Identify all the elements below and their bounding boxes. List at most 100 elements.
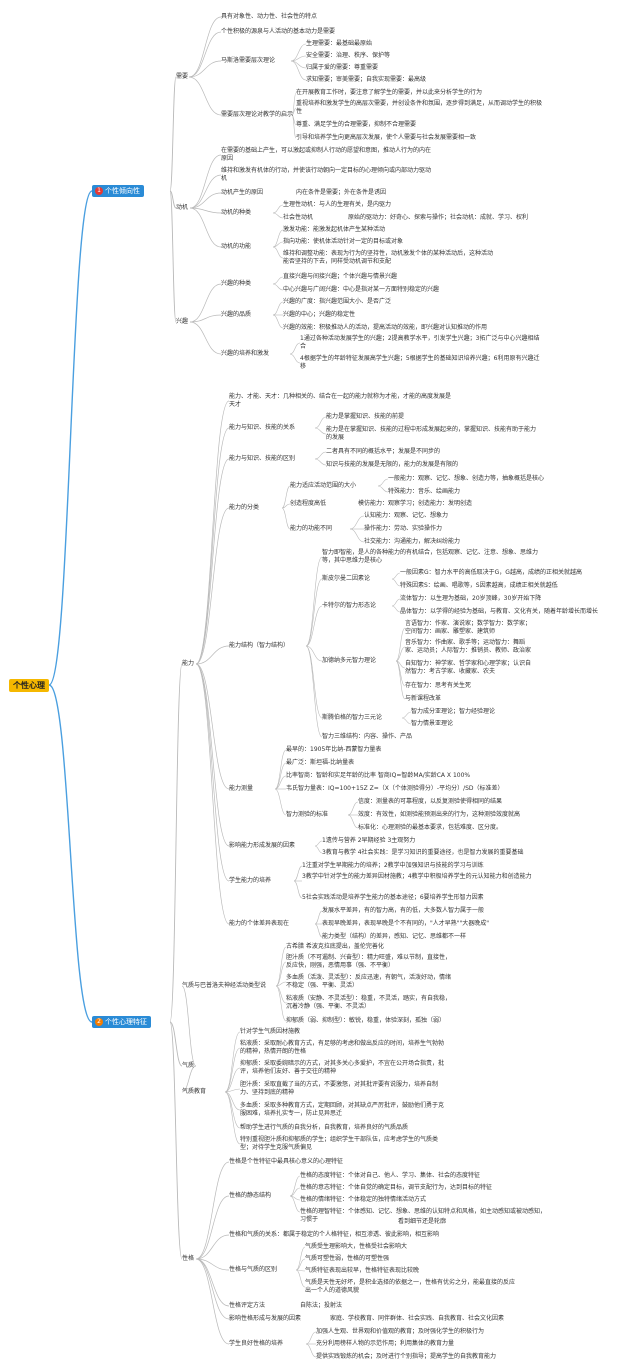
character-diff-item: 气质特征表现出较早，性格特征表现比较晚 [305, 1267, 420, 1274]
class-func-node[interactable]: 能力的功能不同 [290, 525, 333, 532]
temper-type-item: 抑郁质（弱、抑制型）：敏锐，稳重，体验深刻，孤独（弱） [286, 1017, 446, 1024]
measure-std-item: 信度：测量表的可靠程度，以反复测验使得相同的结果 [358, 798, 503, 805]
class-range-node[interactable]: 能力适应活动范围的大小 [290, 482, 357, 489]
temperament-node[interactable]: 气质 [182, 1062, 195, 1069]
need-edu-node[interactable]: 需要层次理论对教学的启示 [221, 111, 294, 118]
struct-detail: 智力即智能，是人的各种能力的有机结合，包括观察、记忆、注意、想象、思维力等，其中… [322, 549, 539, 564]
character-diff-node[interactable]: 性格与气质的区别 [229, 1266, 278, 1273]
character-develop-node[interactable]: 学生良好性格的培养 [229, 1340, 284, 1347]
character-struct-item: 看到细节还是轮廓 [398, 1218, 447, 1225]
maslow-node[interactable]: 马斯洛需要层次理论 [221, 57, 276, 64]
ability-train-node[interactable]: 学生能力的培养 [229, 877, 272, 884]
class-create-node[interactable]: 创造程度高低 [290, 500, 327, 507]
character-factor-node[interactable]: 影响性格形成与发展的因素 [229, 1315, 302, 1322]
class-func-item: 操作能力：劳动、实验操作力 [364, 525, 443, 532]
character-struct-node[interactable]: 性格的静态结构 [229, 1192, 272, 1199]
ability-struct-node[interactable]: 能力结构（智力结构） [229, 642, 290, 649]
interest-type: 中心兴趣与广阔兴趣：中心是指对某一方面特别稳定的兴趣 [283, 286, 440, 293]
need-edu-item: 重视培养和激发学生的高层次需要，并创设条件和氛围，逐步得到满足，从而调动学生的积… [296, 100, 543, 115]
ability-indiv-node[interactable]: 能力的个体差异表现在 [229, 920, 290, 927]
sternberg-item: 智力情景亚理论 [411, 720, 454, 727]
need-detail: 具有对象性、动力性、社会性的特点 [221, 13, 318, 20]
temper-types-node[interactable]: 气质与巴普洛夫神经活动类型说 [182, 982, 267, 989]
interest-quality-item: 兴趣的广度：指兴趣范围大小、是否广泛 [283, 298, 392, 305]
motive-cause-value: 内在条件是需要；外在条件是诱因 [296, 189, 387, 196]
gardner-item: 与新课程改革 [405, 695, 442, 702]
influence-item: 3教育与教学 4社会实践：是学习知识的重要途径，也是智力发展的重要基础 [322, 849, 524, 856]
need-edu-item: 在开展教育工作时，要注意了解学生的需要，并以此来分析学生的行为 [296, 89, 483, 96]
motive-detail: 维持和激发有机体的行动，并使该行动朝向一定目标的心理倾向或内部动力驱动机 [221, 167, 432, 182]
branch-label: 个性倾向性 [105, 187, 140, 195]
class-range-item: 特殊能力：音乐、绘画能力 [388, 488, 461, 495]
indiv-item: 表现早晚差异，表现早晚是个不有同的，"人才早熟""大器晚成" [322, 920, 490, 927]
interest-types-node[interactable]: 兴趣的种类 [221, 280, 252, 287]
motive-types-node[interactable]: 动机的种类 [221, 209, 252, 216]
interest-cultivate-item: 1通过各种活动发展学生的兴趣；2提高教学水平，引发学生兴趣；3拓广泛与中心兴趣相… [300, 335, 540, 350]
character-struct-item: 性格的理智特征：个体感知、记忆、想象、思维的认知特点和风格，如主动感知或被动感知… [300, 1208, 547, 1223]
temper-type-item: 胆汁质（不可遏制、兴奋型）：精力旺盛，难以节制，直接性，反应快，刚强，恶情用事（… [286, 954, 452, 969]
root-node[interactable]: 个性心理 [9, 679, 49, 692]
measure-item: 最早的：1905年比纳-西蒙智力量表 [286, 746, 382, 753]
ability-relation-item: 能力是在掌握知识、技能的过程中形成发展起来的，掌握知识、技能有助于能力的发展 [326, 426, 537, 441]
cattell-node[interactable]: 卡特尔的智力形态论 [322, 602, 377, 609]
motive-node[interactable]: 动机 [176, 204, 189, 211]
character-develop-item: 加强人生观、世界观和价值观的教育；及时强化学生的积极行为 [316, 1328, 485, 1335]
motive-cause-node[interactable]: 动机产生的原因 [221, 189, 264, 196]
interest-node[interactable]: 兴趣 [176, 318, 189, 325]
ability-measure-node[interactable]: 能力测量 [229, 785, 254, 792]
gardner-node[interactable]: 加德纳多元智力理论 [322, 657, 377, 664]
ability-node[interactable]: 能力 [182, 660, 195, 667]
interest-quality-node[interactable]: 兴趣的品质 [221, 311, 252, 318]
ability-relation-node[interactable]: 能力与知识、技能的关系 [229, 424, 296, 431]
temper-edu-item: 粘液质：采取耐心教育方式，有足够的考虑和做出反应的时间，培养生气勃勃的精神，热情… [240, 1040, 445, 1055]
spearman-node[interactable]: 斯皮尔曼二因素论 [322, 575, 371, 582]
gardner-item: 存在智力：思考有关生死 [405, 682, 472, 689]
need-node[interactable]: 需要 [176, 73, 189, 80]
temper-type-item: 古希腊 希波克拉底提出，盖伦完善化 [286, 943, 384, 950]
class-range-item: 一般能力：观察、记忆、想象、创造力等，抽象概括是核心 [388, 475, 545, 482]
character-struct-item: 性格的意志特征：个体自觉的确定目标，调节支配行为，达到目标的特征 [300, 1184, 493, 1191]
motive-func-item: 维持和调整功能：表现为行为的坚持性，动机激发个体的某种活动后，这种活动能否坚持的… [283, 250, 494, 265]
class-create-item: 模仿能力：观察学习；创造能力：发明创造 [358, 500, 473, 507]
sternberg-node[interactable]: 斯腾伯格的智力三元论 [322, 714, 383, 721]
gardner-item: 自知智力：神学家、哲学家和心理学家；认识自然智力：考古学家、收藏家、农夫 [405, 660, 532, 675]
motive-func-item: 指向功能：使机体活动针对一定的目标或对象 [283, 238, 404, 245]
interest-quality-item: 兴趣的中心；兴趣的稳定性 [283, 311, 356, 318]
temper-edu-node[interactable]: 气质教育 [182, 1088, 207, 1095]
character-factor-value: 家庭、学校教育、同伴群体、社会实践、自我教育、社会文化因素 [330, 1315, 505, 1322]
gardner-item: 言语智力：作家、演说家；数学智力：数学家；空间智力：画家、雕塑家、建筑师 [405, 620, 532, 635]
number-badge-1: 1 [95, 186, 103, 195]
train-item: 3教学中针对学生的能力差异因材施教；4教学中积极培养学生的元认知能力和创造能力 [302, 873, 532, 880]
ability-diff-node[interactable]: 能力与知识、技能的区别 [229, 455, 296, 462]
influence-item: 1遗传与营养 2早期经验 3主观努力 [322, 837, 416, 844]
motive-detail: 在需要的基础上产生，可以激起或抑制人行动的愿望和意图，推动人行为的内在原因 [221, 147, 432, 162]
measure-std-node[interactable]: 智力测验的标准 [286, 811, 329, 818]
interest-quality-item: 兴趣的效能：积极推动人的活动，提高活动的效能，即兴趣对认知推动的作用 [283, 324, 488, 331]
ability-class-node[interactable]: 能力的分类 [229, 504, 260, 511]
temper-edu-item: 帮助学生进行气质的自我分析，自我教育，培养良好的气质品质 [240, 1124, 409, 1131]
need-edu-item: 引导和培养学生向更高层次发展，使个人需要与社会发展需要相一致 [296, 134, 477, 141]
character-node[interactable]: 性格 [182, 1255, 195, 1262]
need-edu-item: 尊重、满足学生的合理需要，抑制不合理需要 [296, 121, 417, 128]
character-diff-item: 气质是天性无好坏，是积业选择的依据之一，性格有优劣之分，能最直接的反应出一个人的… [305, 1279, 516, 1294]
gardner-item: 音乐智力：作曲家、歌手等；运动智力：舞蹈家、运动员；人际智力：推销员、教师、政治… [405, 639, 532, 654]
temper-edu-item: 抑郁质：采取委婉暗示的方式，对其多关心多爱护，不宜在公开场合指责，批评，培养他们… [240, 1060, 445, 1075]
branch-label: 个性心理特征 [105, 1018, 147, 1026]
temper-edu-item: 针对学生气质因材施教 [240, 1028, 301, 1035]
cattell-item: 晶体智力：以学得的经验为基础，与教育、文化有关，随着年龄增长而增长 [400, 608, 599, 615]
motive-func-item: 激发功能：能激发起机体产生某种活动 [283, 226, 386, 233]
character-assess-node[interactable]: 性格评定方法 [229, 1302, 266, 1309]
interest-cultivate-node[interactable]: 兴趣的培养和激发 [221, 350, 270, 357]
motive-type: 生理性动机：与人的生理有关，是内驱力 [283, 201, 392, 208]
motive-func-node[interactable]: 动机的功能 [221, 243, 252, 250]
temper-type-item: 粘液质（安静、不灵活型）：稳重，不灵活，踏实，有自我稳，沉着冷静（强、平衡、不灵… [286, 995, 452, 1010]
train-item: 5社会实践活动是培养学生能力的基本途径；6要培养学生形智力因素 [302, 894, 484, 901]
measure-std-item: 效度：有效性，如测验能预测出来的行为，这种测验效度就高 [358, 811, 521, 818]
indiv-item: 能力类型（结构）的差异，感知、记忆、思维都不一样 [322, 933, 467, 940]
ability-influence-node[interactable]: 影响能力形成发展的因素 [229, 842, 296, 849]
character-core: 性格是个性特征中最具核心意义的心理特征 [229, 1158, 344, 1165]
character-diff-item: 气质可塑性弱，性格的可塑性强 [305, 1255, 390, 1262]
